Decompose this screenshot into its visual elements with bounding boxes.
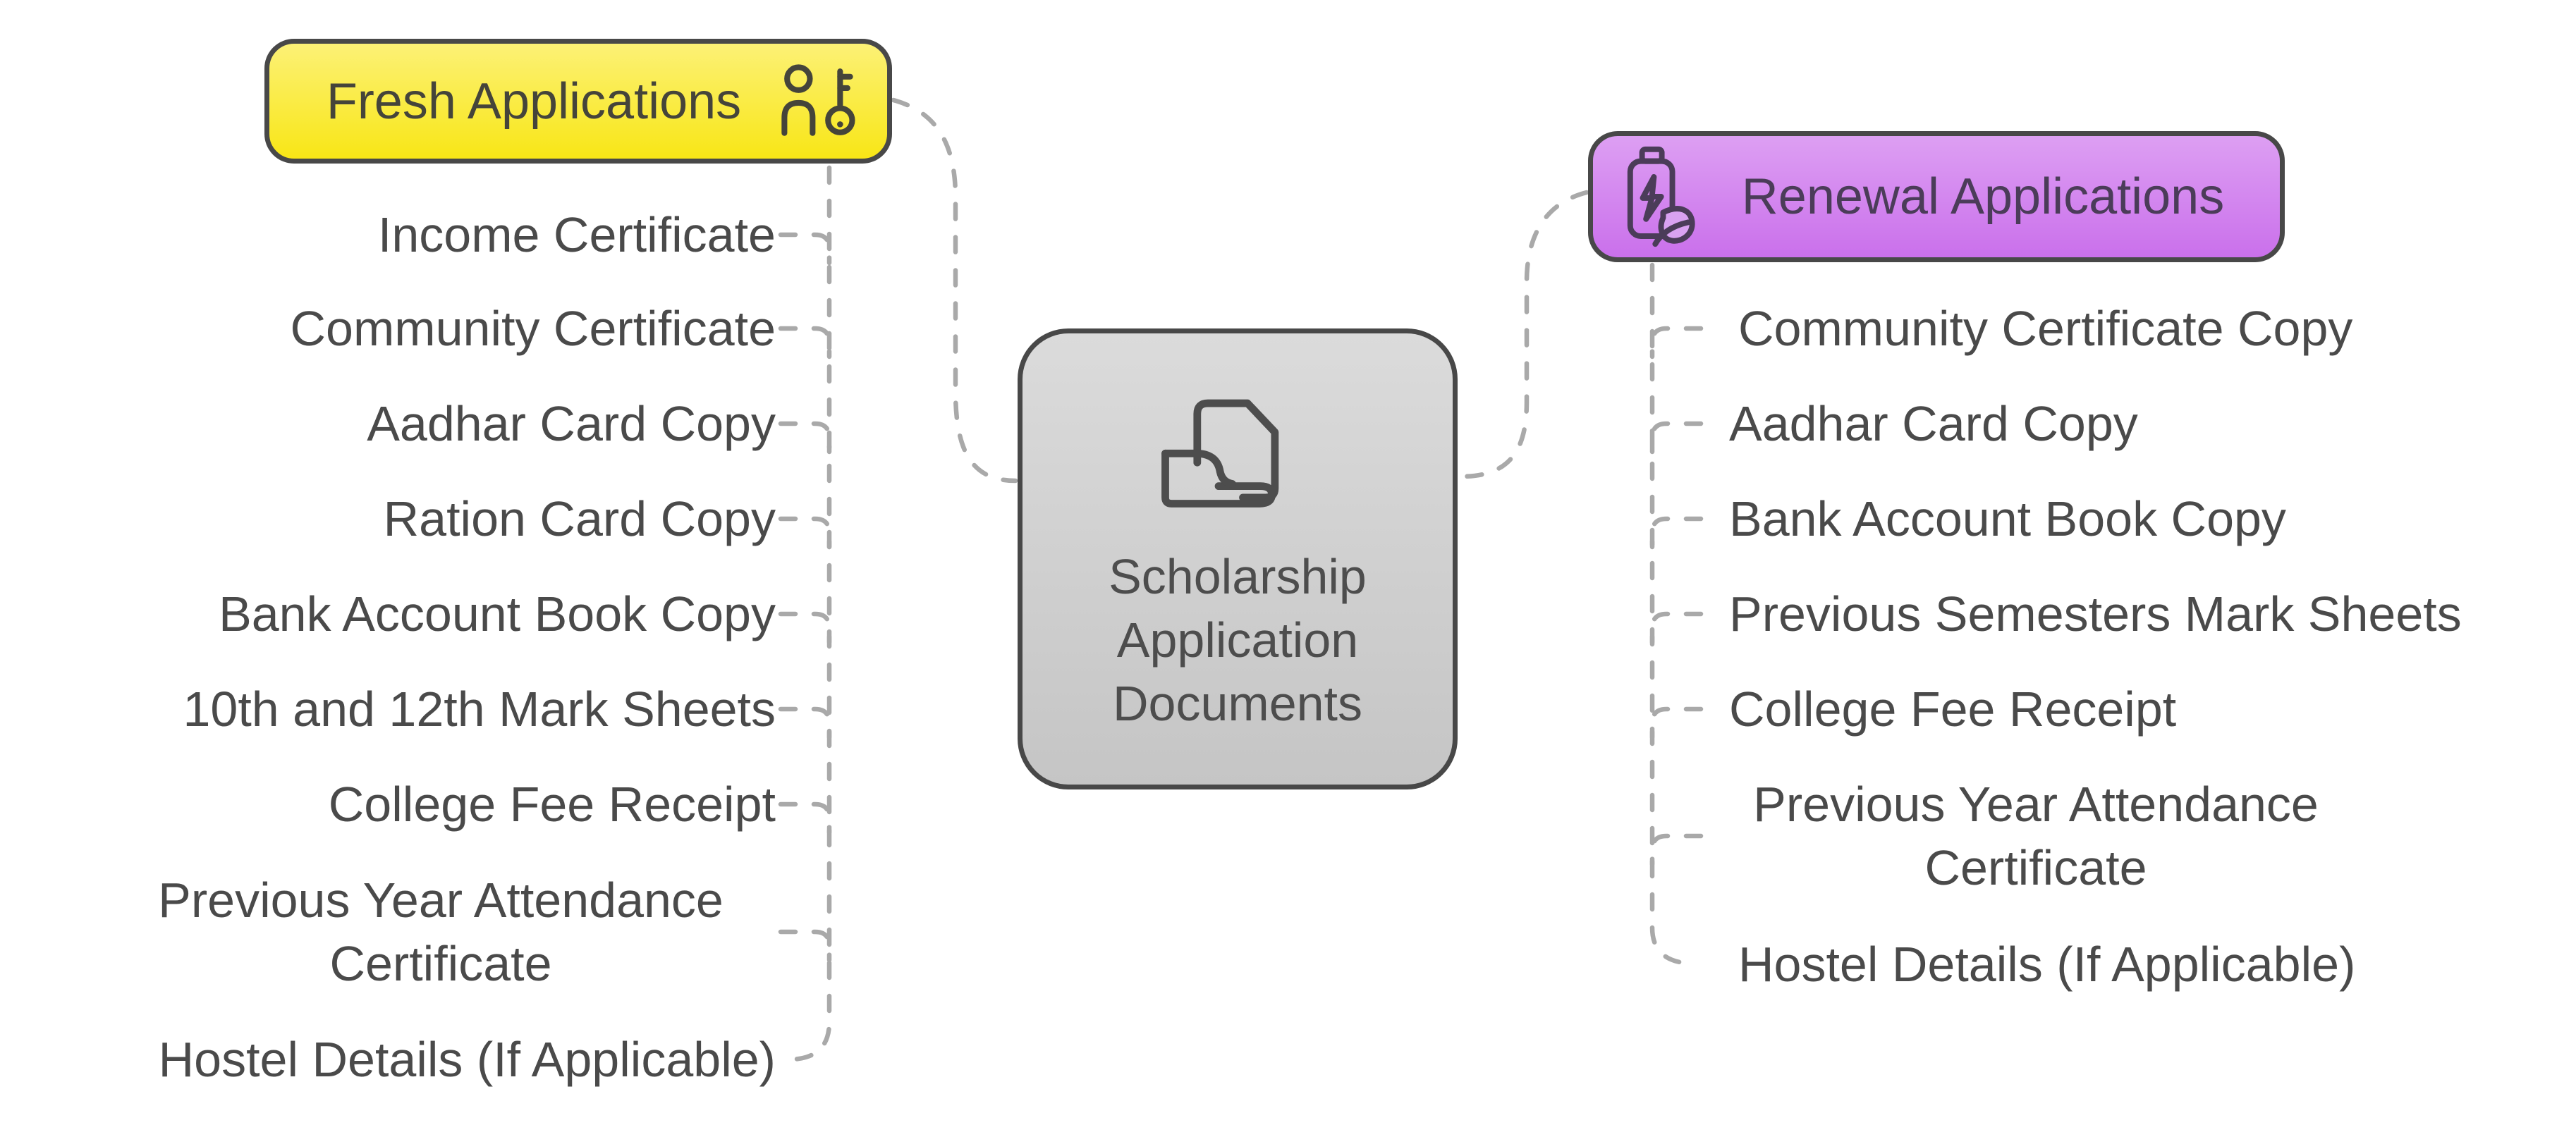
node-renewal-applications: Renewal Applications	[1588, 131, 2285, 262]
edge-renewal-item	[1649, 421, 1704, 455]
fresh-item: Income Certificate	[377, 207, 776, 262]
edge-renewal-trunk	[1649, 262, 1698, 966]
node-center-label-line3: Documents	[1112, 675, 1363, 731]
renewal-item: Community Certificate Copy	[1738, 301, 2353, 356]
edge-fresh-item	[778, 611, 832, 645]
fresh-item: Community Certificate	[290, 301, 776, 356]
fresh-item: Ration Card Copy	[383, 491, 776, 546]
renewal-item: College Fee Receipt	[1729, 682, 2177, 737]
fresh-item: Bank Account Book Copy	[219, 586, 776, 641]
edge-root-fresh	[891, 97, 1018, 484]
edge-fresh-item	[778, 929, 832, 963]
edge-fresh-item	[778, 232, 832, 266]
edge-fresh-item	[778, 801, 832, 835]
fresh-item: Hostel Details (If Applicable)	[158, 1032, 776, 1087]
person-key-icon	[781, 63, 855, 136]
edge-fresh-item	[778, 421, 832, 455]
node-fresh-label: Fresh Applications	[326, 73, 742, 130]
fresh-item: Aadhar Card Copy	[367, 396, 776, 451]
renewal-item: Previous Year Attendance Certificate	[1753, 777, 2319, 895]
renewal-item: Bank Account Book Copy	[1729, 491, 2286, 546]
edge-renewal-item	[1649, 611, 1704, 645]
renewal-item: Previous Semesters Mark Sheets	[1729, 586, 2462, 641]
edge-fresh-item	[778, 326, 832, 359]
document-hand-icon	[1161, 399, 1279, 508]
edge-renewal-item	[1649, 833, 1704, 867]
node-fresh-applications: Fresh Applications	[264, 39, 892, 164]
node-renewal-label: Renewal Applications	[1741, 168, 2225, 225]
battery-leaf-icon	[1627, 146, 1695, 247]
node-scholarship-documents: Scholarship Application Documents	[1018, 328, 1458, 789]
fresh-item: College Fee Receipt	[328, 777, 776, 832]
node-center-label-line2: Application	[1116, 612, 1359, 668]
edge-renewal-item	[1649, 326, 1704, 359]
renewal-item: Aadhar Card Copy	[1729, 396, 2138, 451]
edge-fresh-item	[778, 706, 832, 740]
edge-renewal-item	[1649, 706, 1704, 740]
renewal-item: Hostel Details (If Applicable)	[1738, 937, 2356, 992]
fresh-item: 10th and 12th Mark Sheets	[183, 682, 776, 737]
edge-root-renewal	[1458, 190, 1589, 479]
edge-fresh-trunk	[786, 165, 832, 1062]
edge-fresh-item	[778, 516, 832, 550]
fresh-item: Previous Year Attendance Certificate	[158, 873, 724, 991]
edge-renewal-item	[1649, 516, 1704, 550]
node-center-label-line1: Scholarship	[1109, 548, 1367, 604]
